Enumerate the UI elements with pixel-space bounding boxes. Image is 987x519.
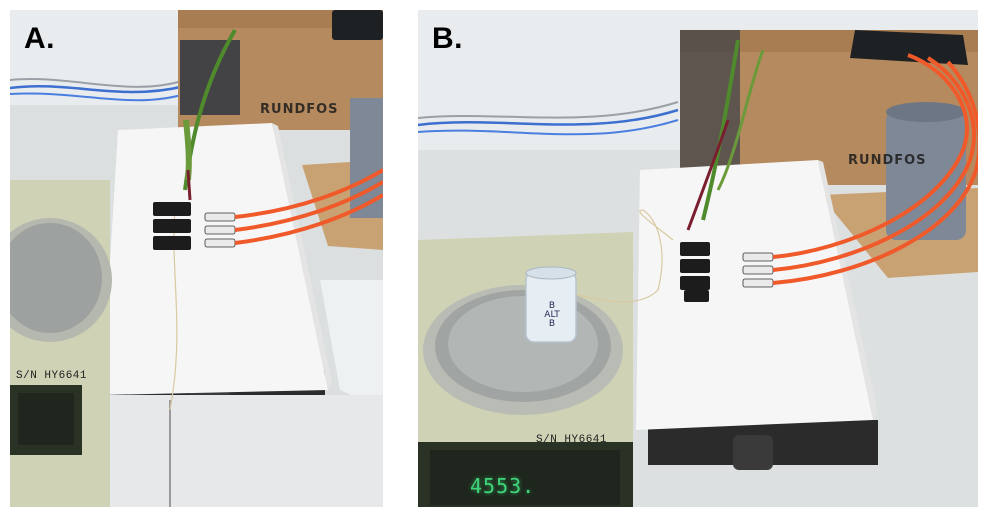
panel-label-b: B.: [432, 22, 463, 55]
photo-panel-a: RUNDFOS S/N HY6641 A.: [10, 10, 383, 507]
vial-label-line-3: B: [548, 319, 556, 329]
scale-serial-label: S/N HY6641: [536, 434, 608, 446]
panel-b-photo: [418, 10, 978, 507]
panel-a-photo: [10, 10, 383, 507]
scale-serial-label: S/N HY6641: [16, 370, 88, 382]
panel-label-a: A.: [24, 22, 55, 55]
box-brand-text: RUNDFOS: [848, 153, 927, 168]
scale-display-readout: 4553.: [470, 474, 536, 498]
vial-label: B ALT B: [541, 302, 563, 329]
photo-panel-b: RUNDFOS B ALT B S/N HY6641 4553. B.: [418, 10, 978, 507]
vial-label-line-1: B: [548, 301, 556, 311]
vial-label-line-2: ALT: [544, 310, 560, 320]
box-brand-text: RUNDFOS: [260, 102, 339, 117]
